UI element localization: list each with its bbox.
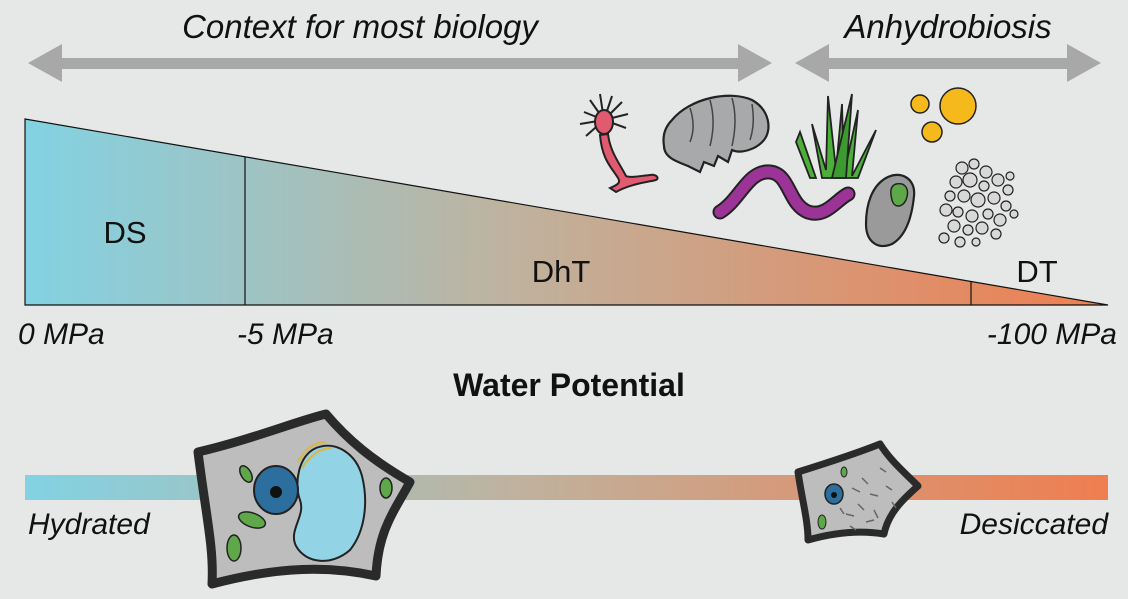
tick-minus5-mpa: -5 MPa: [237, 318, 334, 351]
zone-dt-label: DT: [1016, 254, 1057, 289]
desiccated-cell-icon: [794, 440, 922, 544]
hydration-gradient-bar: [25, 475, 1108, 500]
zone-ds-label: DS: [103, 215, 146, 250]
anhydrobiosis-range-label: Anhydrobiosis: [842, 8, 1051, 45]
bacteria-icon: [938, 158, 1019, 248]
context-range-label: Context for most biology: [182, 8, 540, 45]
anhydrobiosis-range-arrow: [795, 44, 1101, 82]
tardigrade-icon: [662, 94, 770, 174]
water-potential-wedge: [24, 118, 1109, 306]
zone-dht-label: DhT: [532, 254, 591, 289]
context-range-arrow: [28, 44, 772, 82]
nematode-icon: [712, 164, 856, 221]
moss-icon: [795, 93, 877, 179]
tick-0-mpa: 0 MPa: [18, 318, 105, 351]
seed-icon: [864, 173, 916, 248]
tick-minus100-mpa: -100 MPa: [987, 318, 1117, 351]
axis-title: Water Potential: [453, 367, 685, 403]
yeast-icon: [910, 87, 977, 143]
hydrated-label: Hydrated: [28, 508, 151, 541]
hydrated-cell-icon: [193, 409, 415, 589]
rotifer-icon: [579, 93, 659, 194]
desiccated-label: Desiccated: [960, 508, 1110, 541]
